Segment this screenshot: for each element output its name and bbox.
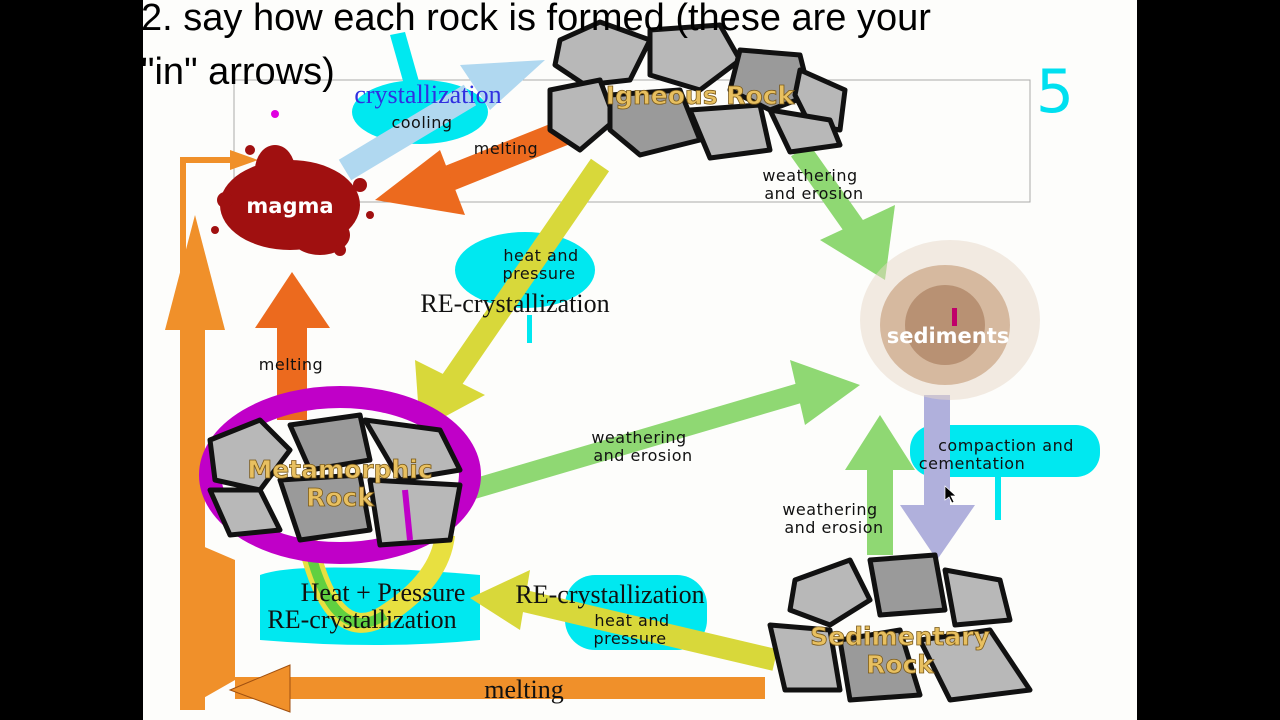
igneous-rock-label: Igneous Rock: [606, 81, 796, 110]
metamorphic-rock: Metamorphic Rock: [199, 386, 481, 564]
label-recrystallization-bottom: RE-crystallization: [515, 580, 704, 609]
sedimentary-label-line1: Sedimentary: [810, 622, 990, 651]
magma: magma: [211, 145, 374, 256]
arrow-weathering-igneous: [791, 143, 869, 242]
label-melting-igneous: melting: [474, 139, 538, 158]
label-heat-pressure-1: heat and: [503, 246, 578, 265]
label-compaction-1: compaction and: [938, 436, 1074, 455]
handwritten-number: 5: [1036, 57, 1074, 127]
arrow-heat-pressure: [435, 158, 610, 397]
sediments-label: sediments: [887, 324, 1010, 348]
label-weathering-meta-2: and erosion: [593, 446, 692, 465]
label-recrystallization-loop: RE-crystallization: [267, 605, 456, 634]
arrow-weathering-meta: [467, 380, 813, 500]
metamorphic-label-line2: Rock: [306, 483, 375, 512]
label-melting-meta: melting: [259, 355, 323, 374]
label-recrystallization-top: RE-crystallization: [420, 289, 609, 318]
sedimentary-rock: Sedimentary Rock: [767, 552, 1033, 703]
arrow-heat-pressure-bottom: [517, 589, 778, 671]
label-cooling: cooling: [391, 113, 452, 132]
label-heat-plus-pressure: Heat + Pressure: [301, 578, 466, 607]
slide-title-line2: "in" arrows): [141, 51, 335, 93]
label-heat-pressure-bottom-1: heat and: [594, 611, 669, 630]
label-heat-pressure-bottom-2: pressure: [593, 629, 666, 648]
label-melting-bottom: melting: [484, 675, 563, 704]
magenta-dot: [271, 110, 279, 118]
label-weathering-sed-2: and erosion: [784, 518, 883, 537]
label-weathering-meta-1: weathering: [591, 428, 686, 447]
slide-title-line1: 2. say how each rock is formed (these ar…: [141, 0, 931, 39]
sedimentary-label-line2: Rock: [866, 650, 935, 679]
metamorphic-label-line1: Metamorphic: [247, 455, 432, 484]
label-heat-pressure-2: pressure: [502, 264, 575, 283]
arrow-cooling: [338, 84, 477, 181]
label-crystallization: crystallization: [354, 80, 501, 109]
igneous-rock: Igneous Rock: [547, 19, 848, 161]
label-weathering-igneous-1: weathering: [762, 166, 857, 185]
mouse-cursor-icon: [944, 485, 957, 504]
label-weathering-sed-1: weathering: [782, 500, 877, 519]
sediments: sediments: [860, 240, 1040, 400]
label-compaction-2: cementation: [919, 454, 1025, 473]
magma-label: magma: [246, 194, 333, 218]
label-weathering-igneous-2: and erosion: [764, 184, 863, 203]
